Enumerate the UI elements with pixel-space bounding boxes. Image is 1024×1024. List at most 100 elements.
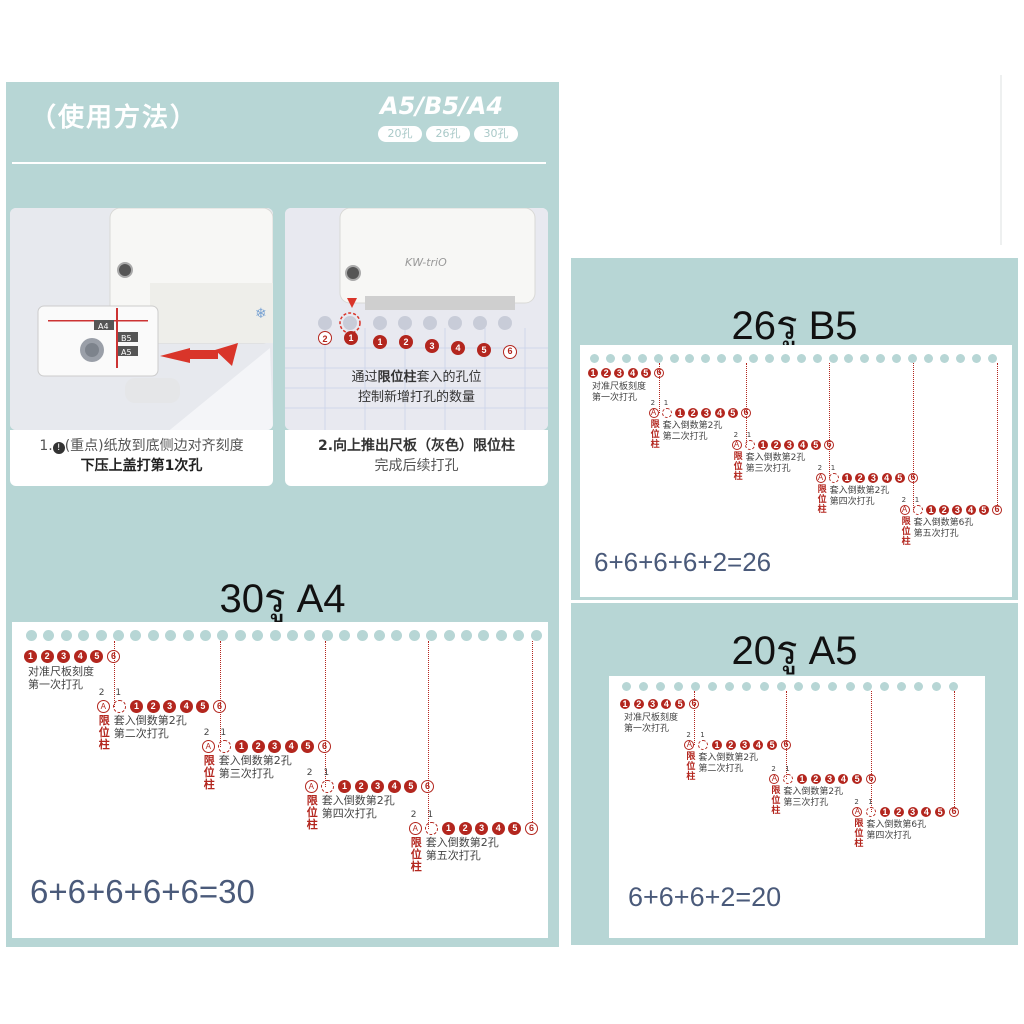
a4-group1-a-ring: A [96,700,110,713]
b5-group2-two: 2 [733,431,739,439]
a5-hole [794,682,803,691]
step2-num-2b: 2 [399,335,413,349]
b5-group2-num-1: 1 [758,440,768,450]
a4-hole [495,630,507,641]
b5-group0-num-3: 3 [614,368,625,378]
label-a4: A4 [98,322,109,331]
a5-group3-dashed-ring [866,807,877,817]
step2-num-5: 5 [477,343,491,357]
b5-hole [971,354,981,363]
b5-hole [923,354,933,363]
a4-group2-dashed-ring [218,740,232,753]
a5-hole [673,682,683,691]
step2-photo: KW-triO [285,208,548,430]
a5-group2-num-1: 1 [797,774,807,784]
a5-hole [742,682,752,691]
a5-group3-limit-post: 限位柱 [854,819,864,849]
b5-group1-guide [746,363,747,445]
b5-group4-num-1: 1 [926,505,936,515]
b5-hole [749,354,758,363]
a5-hole [914,682,924,691]
a5-group0-num-4: 4 [661,699,672,709]
b5-group1-pass: 第二次打孔 [662,432,708,442]
a4-group2-num-3: 3 [268,740,282,753]
a4-hole [426,630,438,641]
a4-hole [513,630,525,641]
b5-group2-a-ring: A [731,440,742,450]
a5-group1-pass: 第二次打孔 [698,764,744,774]
b5-group1-one: 1 [663,399,669,407]
a5-group1-num-2: 2 [725,740,736,750]
a5-group2-one: 1 [785,765,790,773]
b5-group0-num-5: 5 [640,368,651,378]
b5-group3-num-5: 5 [894,473,905,483]
b5-group4-pass: 第五次打孔 [913,529,959,539]
a4-group1-pass: 第二次打孔 [113,727,169,740]
a4-group4-dashed-ring [425,822,439,835]
a5-hole [931,682,941,691]
a5-formula: 6+6+6+2=20 [628,882,782,912]
a4-hole [443,630,455,641]
a5-first-line1: 对准尺板刻度 [624,713,679,723]
arrow-up-icon [215,343,238,366]
a4-hole [113,630,124,641]
b5-group3-num-1: 1 [842,473,852,483]
a4-hole [374,630,385,641]
a4-hole [269,630,281,641]
b5-group1-num-3: 3 [701,408,712,418]
a4-group1-limit-post: 限位柱 [98,714,110,751]
a4-hole [60,630,72,641]
a5-group3-num-3: 3 [907,807,918,817]
a4-group4-num-2: 2 [458,822,472,835]
b5-hole [605,354,615,363]
a4-group4-one: 1 [427,810,434,820]
b5-group4-num-4: 4 [965,505,976,515]
pill-30: 30孔 [474,126,518,142]
a4-hole [26,630,37,641]
a4-group1-dashed-ring [113,700,127,713]
b5-group1-num-4: 4 [714,408,725,418]
b5-group4-dashed-ring [912,505,923,515]
a4-hole [408,630,420,641]
b5-group4-num-6: 6 [992,505,1002,515]
a4-hole [147,630,159,641]
a4-final-guide [531,641,533,822]
a4-first-line2: 第一次打孔 [28,678,83,691]
a4-group4-two: 2 [410,810,417,820]
a5-hole [622,682,631,691]
a4-group4-num-5: 5 [508,822,522,835]
a5-final-guide [954,691,955,807]
a5-group3-num-2: 2 [893,807,904,817]
b5-group4-one: 1 [914,496,920,504]
a5-group2-num-5: 5 [852,774,863,784]
b5-group2-pass: 第三次打孔 [745,464,791,474]
b5-hole [669,354,679,363]
page-title: （使用方法） [30,103,199,133]
b5-hole [860,354,870,363]
b5-group3-limit-post: 限位柱 [817,485,827,515]
a4-group1-insert: 套入倒数第2孔 [113,714,187,727]
b5-group2-one: 1 [746,431,752,439]
b5-final-guide [997,363,998,505]
b5-group4-two: 2 [901,496,907,504]
a4-group1-num-5: 5 [196,700,210,713]
a4-group3-dashed-ring [321,780,335,793]
b5-group1-a-ring: A [648,408,659,418]
b5-group3-two: 2 [817,464,823,472]
a5-hole [725,682,735,691]
a4-group2-insert: 套入倒数第2孔 [218,754,292,767]
a5-group2-dashed-ring [783,774,794,784]
a5-hole [639,682,649,691]
a4-label: 30รู A4 [219,577,346,621]
b5-label: 26รู B5 [731,304,858,348]
a4-group3-limit-post: 限位柱 [306,794,318,831]
a4-group2-limit-post: 限位柱 [203,754,215,791]
a4-group3-num-4: 4 [387,780,401,793]
b5-group2-insert: 套入倒数第2孔 [745,453,806,463]
step2-num-4: 4 [451,341,465,355]
a4-group4-limit-post: 限位柱 [410,836,422,873]
b5-hole [764,354,774,363]
a4-hole [304,630,316,641]
a5-group3-num-4: 4 [921,807,932,817]
a4-group4-pass: 第五次打孔 [425,849,481,862]
